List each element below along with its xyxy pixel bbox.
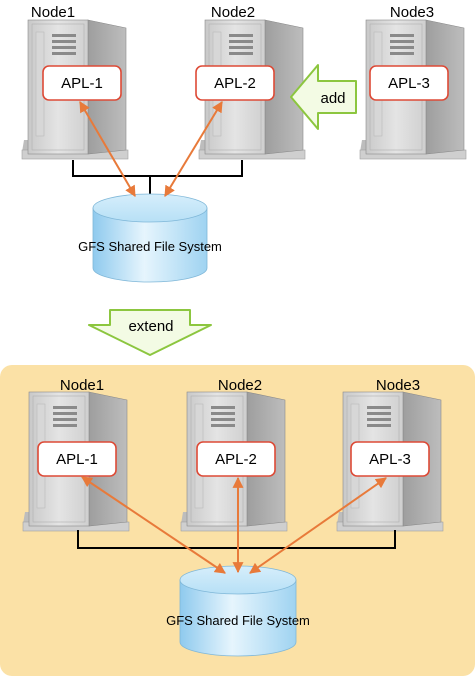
- bottom-apl2-label: APL-2: [215, 451, 257, 468]
- bottom-storage-label: GFS Shared File System: [166, 613, 310, 628]
- top-storage-cylinder-icon: [92, 193, 208, 283]
- bottom-node3-title: Node3: [376, 377, 420, 394]
- top-section: Node1 Node2 Node3 APL-1 APL-2 APL-3 add …: [21, 4, 467, 283]
- top-access-arrows: [79, 101, 223, 197]
- bottom-apl3-access-arrow: [249, 477, 387, 574]
- bottom-section: Node1 Node2 Node3 APL-1 APL-2 APL-3 GFS …: [0, 365, 475, 676]
- top-apl2-box: [195, 65, 275, 101]
- bottom-node2-title: Node2: [218, 377, 262, 394]
- top-apl1-access-arrow: [79, 101, 136, 197]
- bottom-apl1-box: [37, 441, 117, 477]
- bottom-apl2-box: [196, 441, 276, 477]
- add-arrow-icon: [290, 64, 357, 130]
- top-node2-title: Node2: [211, 4, 255, 21]
- add-label: add: [320, 90, 345, 107]
- bottom-apl1-access-arrow: [81, 476, 226, 574]
- bottom-apl1-label: APL-1: [56, 451, 98, 468]
- top-apl1-label: APL-1: [61, 75, 103, 92]
- top-apl2-label: APL-2: [214, 75, 256, 92]
- bottom-storage-cylinder-icon: [179, 565, 297, 657]
- bottom-access-arrows: [81, 476, 387, 574]
- top-apl3-label: APL-3: [388, 75, 430, 92]
- top-apl1-box: [42, 65, 122, 101]
- top-apl3-box: [369, 65, 449, 101]
- extend-arrow-icon: [88, 309, 212, 356]
- top-node3-title: Node3: [390, 4, 434, 21]
- bottom-apl3-label: APL-3: [369, 451, 411, 468]
- bottom-node1-title: Node1: [60, 377, 104, 394]
- top-network-lines: [72, 160, 243, 196]
- top-node1-title: Node1: [31, 4, 75, 21]
- top-storage-label: GFS Shared File System: [78, 239, 222, 254]
- bottom-apl3-box: [350, 441, 430, 477]
- top-apl2-access-arrow: [164, 101, 223, 197]
- extend-label: extend: [128, 318, 173, 335]
